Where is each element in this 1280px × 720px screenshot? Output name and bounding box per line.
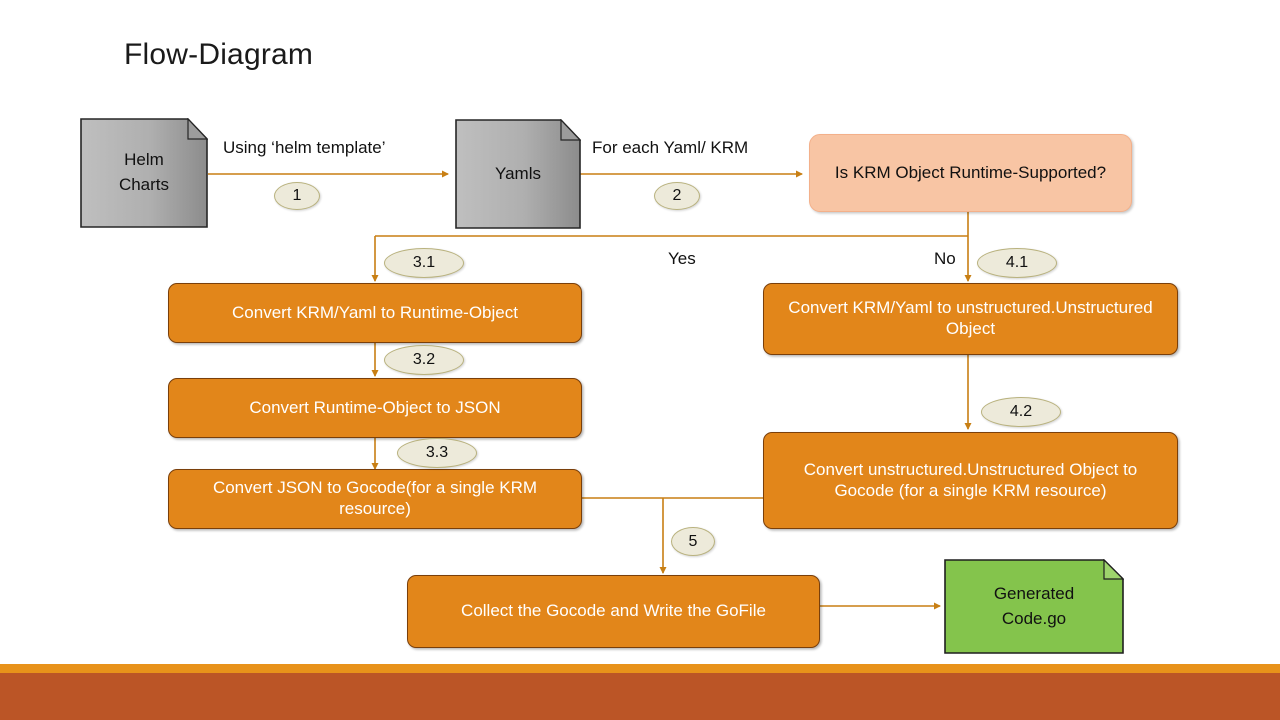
badge-step-4-2: 4.2 [981,397,1061,427]
node-step-3-3[interactable]: Convert JSON to Gocode(for a single KRM … [168,469,582,529]
badge-step-3-3-text: 3.3 [425,444,449,461]
yamls-label: Yamls [495,163,541,183]
helm-charts-label: Helm Charts [118,150,170,194]
node-step-3-2[interactable]: Convert Runtime-Object to JSON [168,378,582,438]
step-3-2-label: Convert Runtime-Object to JSON [249,397,501,417]
node-generated-code[interactable]: Generated Code.go [944,559,1124,654]
page-title: Flow-Diagram [124,38,314,71]
yamls-shape [455,119,581,229]
node-step-3-1[interactable]: Convert KRM/Yaml to Runtime-Object [168,283,582,343]
generated-code-label: Generated Code.go [993,583,1075,628]
badge-step-3-2-text: 3.2 [412,351,436,368]
step-3-1-label: Convert KRM/Yaml to Runtime-Object [232,302,518,322]
edge-label-for-each-yaml: For each Yaml/ KRM [592,138,749,157]
step-5-label: Collect the Gocode and Write the GoFile [461,601,766,621]
badge-step-3-1-text: 3.1 [412,254,436,271]
edge-label-yes: Yes [668,249,696,268]
badge-step-1-text: 1 [292,187,302,204]
badge-step-4-1-text: 4.1 [1005,254,1029,271]
decision-label: Is KRM Object Runtime-Supported? [834,162,1107,182]
badge-step-3-3: 3.3 [397,438,477,468]
badge-step-2: 2 [654,182,700,210]
badge-step-3-1: 3.1 [384,248,464,278]
bottom-accent-stripe [0,664,1280,673]
badge-step-5: 5 [671,527,715,556]
node-decision-krm-runtime-supported[interactable]: Is KRM Object Runtime-Supported? [809,134,1132,212]
badge-step-4-1: 4.1 [977,248,1057,278]
node-step-5[interactable]: Collect the Gocode and Write the GoFile [407,575,820,648]
step-3-3-label: Convert JSON to Gocode(for a single KRM … [212,478,538,518]
badge-step-2-text: 2 [672,187,682,204]
node-yamls[interactable]: Yamls [455,119,581,229]
badge-step-4-2-text: 4.2 [1009,403,1033,420]
badge-step-1: 1 [274,182,320,210]
node-helm-charts[interactable]: Helm Charts [80,118,208,228]
node-step-4-1[interactable]: Convert KRM/Yaml to unstructured.Unstruc… [763,283,1178,355]
node-step-4-2[interactable]: Convert unstructured.Unstructured Object… [763,432,1178,529]
generated-code-shape [944,559,1124,654]
helm-charts-shape [80,118,208,228]
step-4-2-label: Convert unstructured.Unstructured Object… [803,459,1138,500]
bottom-accent-band [0,673,1280,720]
badge-step-5-text: 5 [688,532,698,550]
edge-label-no: No [934,249,956,268]
badge-step-3-2: 3.2 [384,345,464,375]
edge-label-using-helm-template: Using ‘helm template’ [223,138,386,157]
step-4-1-label: Convert KRM/Yaml to unstructured.Unstruc… [788,298,1153,338]
